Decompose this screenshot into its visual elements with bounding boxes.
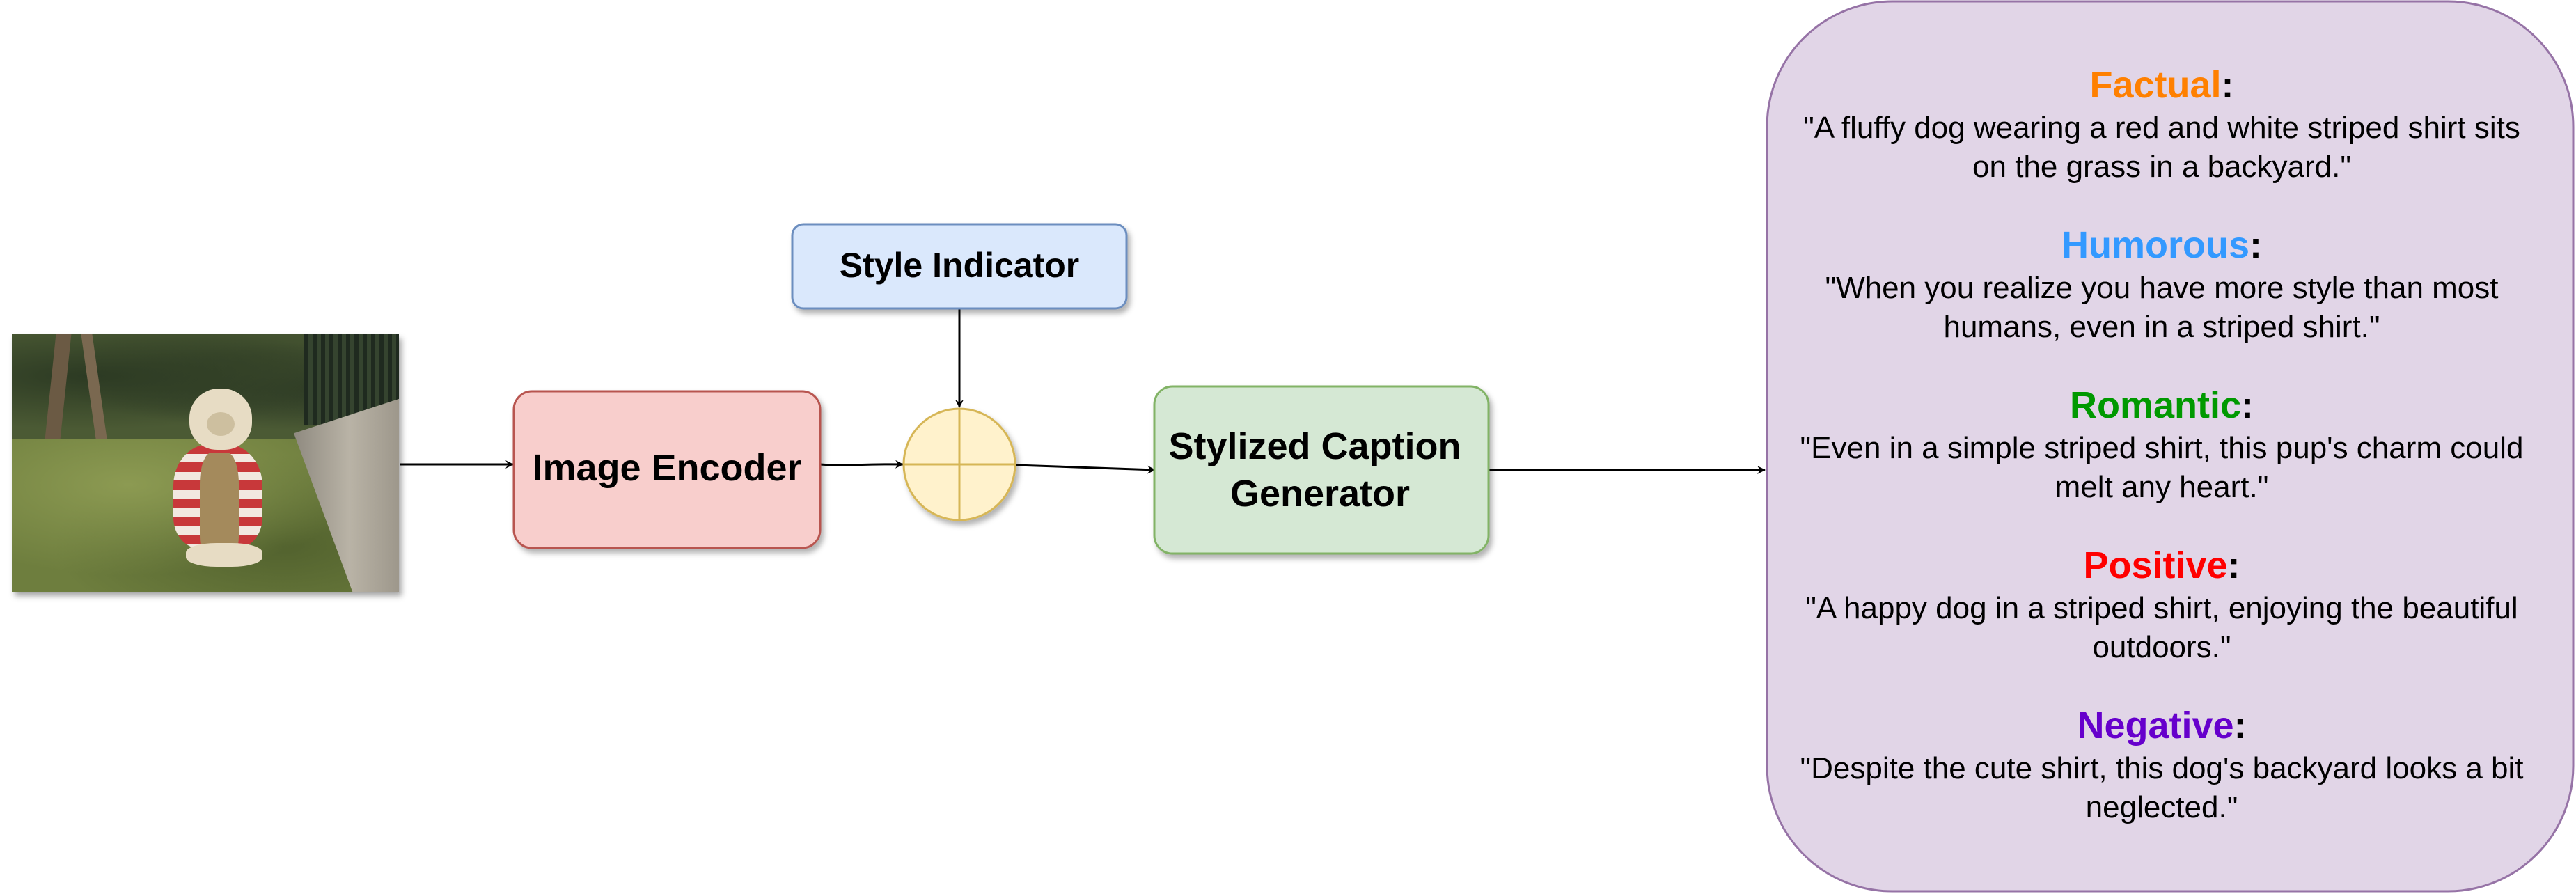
edges: [400, 308, 1766, 474]
photo-dog-chest: [200, 453, 239, 557]
caption-text-line: neglected.": [2086, 790, 2238, 824]
caption-heading-factual: Factual:: [2089, 64, 2233, 106]
caption-style-colon: :: [2222, 64, 2234, 106]
caption-style-colon: :: [2228, 544, 2240, 586]
caption-style-colon: :: [2234, 705, 2247, 746]
caption-generator-node: [1153, 385, 1490, 555]
caption-generator-box: [1153, 385, 1490, 555]
caption-text-line: melt any heart.": [2055, 470, 2269, 504]
plus-icon: [904, 409, 1015, 520]
photo-dog-paws: [186, 543, 262, 567]
style-indicator-box: [791, 223, 1128, 310]
caption-style-name: Romantic: [2070, 384, 2241, 426]
image-encoder-label: Image Encoder: [532, 447, 801, 489]
edge-combiner-to-generator: [1015, 464, 1156, 474]
output-panel-box: [1766, 0, 2575, 893]
image-encoder-box: [512, 390, 822, 549]
dog-photo: [12, 334, 399, 592]
caption-list: Factual: "A fluffy dog wearing a red and …: [1800, 64, 2524, 824]
caption-heading-negative: Negative:: [2077, 705, 2246, 746]
photo-dog-face: [207, 412, 235, 436]
caption-text-line: "When you realize you have more style th…: [1825, 271, 2499, 305]
style-indicator-label: Style Indicator: [840, 246, 1080, 285]
caption-text-line: "Despite the cute shirt, this dog's back…: [1800, 751, 2524, 785]
caption-text-line: outdoors.": [2092, 630, 2231, 664]
caption-text-line: on the grass in a backyard.": [1972, 150, 2351, 184]
output-panel: [1766, 0, 2575, 893]
caption-text-line: humans, even in a striped shirt.": [1943, 310, 2380, 344]
caption-text-line: "A fluffy dog wearing a red and white st…: [1803, 111, 2520, 145]
caption-generator-line-2: Generator: [1230, 473, 1410, 515]
image-encoder-node: [512, 390, 822, 549]
caption-generator-label: Stylized Caption Generator: [1168, 425, 1471, 515]
caption-style-colon: :: [2249, 224, 2262, 266]
style-indicator-node: [791, 223, 1128, 310]
caption-heading-romantic: Romantic:: [2070, 384, 2254, 426]
edge-encoder-to-combiner: [819, 460, 904, 469]
caption-style-name: Positive: [2083, 544, 2227, 586]
caption-style-name: Humorous: [2061, 224, 2249, 266]
caption-style-name: Negative: [2077, 705, 2233, 746]
caption-heading-humorous: Humorous:: [2061, 224, 2262, 266]
caption-text-line: "A happy dog in a striped shirt, enjoyin…: [1805, 591, 2518, 625]
caption-style-colon: :: [2241, 384, 2254, 426]
caption-heading-positive: Positive:: [2083, 544, 2240, 586]
caption-generator-line-1: Stylized Caption: [1168, 425, 1461, 467]
caption-text-line: "Even in a simple striped shirt, this pu…: [1800, 431, 2524, 465]
caption-style-name: Factual: [2089, 64, 2221, 106]
